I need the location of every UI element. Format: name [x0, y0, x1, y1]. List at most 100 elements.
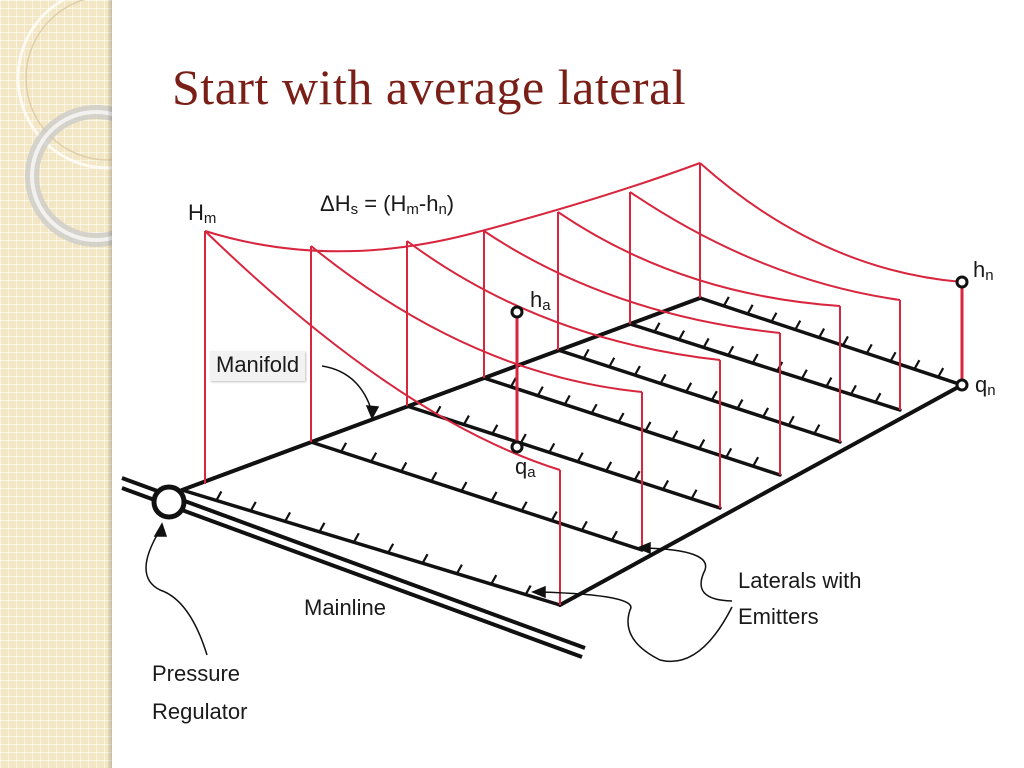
emitter-tick	[770, 312, 778, 323]
side-panel	[0, 0, 112, 768]
emitter-tick	[800, 369, 808, 380]
lateral-end-pipe	[558, 383, 964, 607]
emitter-tick	[580, 520, 588, 531]
emitter-tick	[653, 322, 661, 333]
emitter-tick	[318, 522, 326, 533]
emitter-tick	[762, 407, 770, 418]
qn-label: qn	[975, 372, 996, 399]
emitter-tick	[582, 348, 590, 359]
emitter-tick	[727, 345, 735, 356]
emitter-tick	[370, 452, 378, 463]
emitter-tick	[698, 439, 706, 450]
emitter-tick	[509, 377, 517, 388]
ha-label: ha	[530, 287, 551, 314]
emitter-tick	[725, 447, 733, 458]
emitter-tick	[455, 564, 463, 575]
mainline-pipe	[121, 476, 586, 659]
pressure-regulator-symbol	[151, 484, 187, 520]
emitter-tick	[736, 399, 744, 410]
emitter-tick	[490, 574, 498, 585]
emitter-tick	[659, 373, 667, 384]
manifold-pipe	[180, 296, 702, 492]
emitter-tick	[352, 532, 360, 543]
emitter-tick	[400, 461, 408, 472]
emitter-tick	[690, 489, 698, 500]
point-markers	[510, 275, 969, 454]
hn-point	[955, 275, 969, 289]
ha-point	[510, 305, 524, 319]
laterals-label-line1: Laterals with	[738, 568, 862, 593]
callout-leaders	[145, 365, 733, 662]
lateral-3	[405, 404, 722, 510]
emitter-tick	[576, 452, 584, 463]
pressure-regulator-label-line2: Regulator	[152, 699, 248, 724]
emitter-tick	[702, 337, 710, 348]
hm-label: Hm	[188, 200, 217, 227]
emitter-tick	[751, 353, 759, 364]
emitter-tick	[865, 343, 873, 354]
emitter-tick	[491, 424, 499, 435]
emitter-tick	[685, 382, 693, 393]
emitter-tick	[284, 511, 292, 522]
emitter-tick	[605, 461, 613, 472]
emitter-tick	[874, 392, 882, 403]
emitter-tick	[524, 585, 532, 596]
emitter-tick	[387, 543, 395, 554]
pressure-profile	[204, 162, 964, 605]
emitter-tick	[536, 386, 544, 397]
emitter-tick	[215, 490, 223, 501]
pipe-network	[180, 296, 964, 607]
emitter-tick	[710, 390, 718, 401]
emitters	[215, 296, 945, 596]
emitter-tick	[460, 481, 468, 492]
emitter-tick	[678, 330, 686, 341]
pressure-regulator-label-line1: Pressure	[152, 661, 241, 686]
emitter-tick	[813, 424, 821, 435]
emitter-tick	[633, 365, 641, 376]
emitter-tick	[841, 335, 849, 346]
emitter-tick	[550, 511, 558, 522]
emitter-tick	[913, 359, 921, 370]
qa-point	[510, 440, 524, 454]
emitter-tick	[519, 433, 527, 444]
emitter-tick	[818, 328, 826, 339]
lateral-5	[556, 348, 842, 444]
emitter-tick	[430, 471, 438, 482]
emitter-tick	[849, 384, 857, 395]
lateral-2	[309, 440, 644, 552]
emitter-tick	[590, 403, 598, 414]
emitter-tick	[340, 442, 348, 453]
emitter-tick	[644, 421, 652, 432]
emitter-tick	[249, 501, 257, 512]
emitter-tick	[662, 479, 670, 490]
emitter-tick	[633, 470, 641, 481]
emitter-tick	[490, 491, 498, 502]
emitter-tick	[722, 296, 730, 307]
delta-hs-equation: ΔHs = (Hm-hn)	[320, 191, 455, 218]
emitter-tick	[617, 412, 625, 423]
emitter-tick	[794, 320, 802, 331]
emitter-tick	[610, 530, 618, 541]
emitter-tick	[671, 430, 679, 441]
emitter-tick	[825, 377, 833, 388]
lateral-4	[482, 376, 782, 477]
qn-point	[955, 378, 969, 392]
emitter-tick	[608, 357, 616, 368]
emitter-tick	[889, 351, 897, 362]
emitter-tick	[787, 415, 795, 426]
lateral-6	[628, 322, 902, 412]
emitter-tick	[548, 442, 556, 453]
hn-label: hn	[973, 257, 994, 284]
emitter-tick	[937, 367, 945, 378]
manifold-label: Manifold	[210, 351, 306, 381]
emitter-tick	[520, 501, 528, 512]
mainline-label: Mainline	[304, 595, 386, 620]
lateral-7	[698, 296, 964, 387]
qa-label: qa	[515, 454, 536, 481]
emitter-tick	[462, 415, 470, 426]
slide-title: Start with average lateral	[172, 59, 687, 115]
emitter-tick	[746, 304, 754, 315]
emitter-tick	[563, 394, 571, 405]
emitter-tick	[421, 553, 429, 564]
